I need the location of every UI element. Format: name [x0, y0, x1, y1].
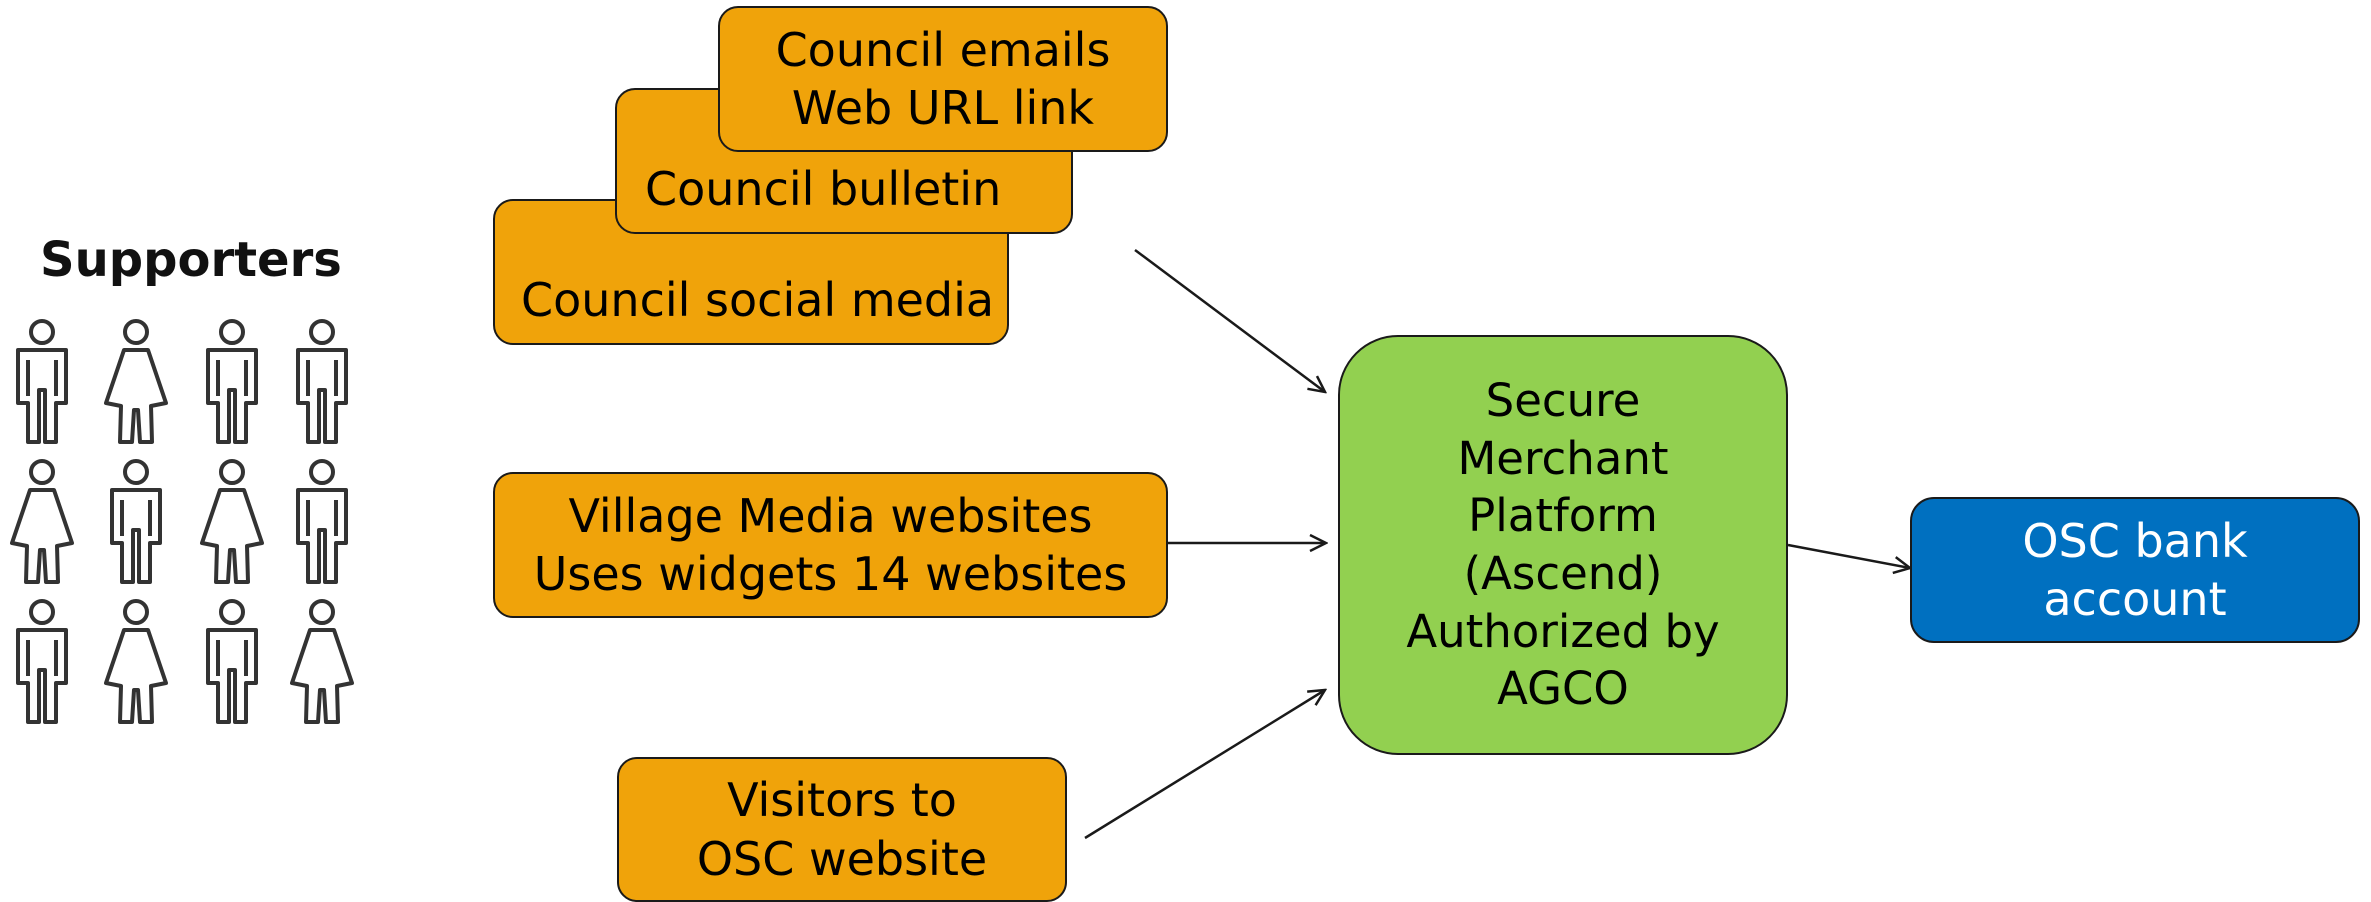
- platform-line-4: (Ascend): [1463, 547, 1663, 600]
- platform-line-5: Authorized by: [1406, 604, 1720, 658]
- platform-line-1: Secure: [1485, 374, 1641, 428]
- male-person-icon: [206, 599, 258, 724]
- osc-bank-account-box: OSC bank account: [1910, 497, 2360, 643]
- female-person-icon: [104, 599, 168, 724]
- arrow-platform-to-bank: [1787, 543, 1910, 568]
- supporters-people-icon: [10, 319, 354, 724]
- osc-website-label: OSC website: [696, 831, 988, 886]
- arrow-visitors-to-platform: [1084, 690, 1325, 840]
- council-emails-label: Council emails: [775, 22, 1111, 77]
- secure-merchant-platform-box: Secure Merchant Platform (Ascend) Author…: [1338, 335, 1788, 755]
- male-person-icon: [110, 459, 162, 584]
- female-person-icon: [10, 459, 74, 584]
- platform-line-6: AGCO: [1497, 662, 1629, 716]
- platform-line-3: Platform: [1468, 489, 1658, 543]
- bank-line-2: account: [2043, 572, 2227, 626]
- council-social-media-label: Council social media: [521, 272, 995, 327]
- council-emails-box: Council emails Web URL link: [718, 6, 1168, 152]
- arrow-council-to-platform: [1134, 248, 1325, 392]
- male-person-icon: [296, 319, 348, 444]
- female-person-icon: [104, 319, 168, 444]
- supporters-title: Supporters: [40, 232, 342, 288]
- male-person-icon: [296, 459, 348, 584]
- male-person-icon: [16, 599, 68, 724]
- platform-line-2: Merchant: [1457, 431, 1669, 485]
- visitors-box: Visitors to OSC website: [617, 757, 1067, 902]
- male-person-icon: [206, 319, 258, 444]
- web-url-link-label: Web URL link: [791, 81, 1095, 135]
- female-person-icon: [200, 459, 264, 584]
- village-media-label: Village Media websites: [568, 488, 1093, 543]
- village-media-box: Village Media websites Uses widgets 14 w…: [493, 472, 1168, 618]
- female-person-icon: [290, 599, 354, 724]
- widgets-label: Uses widgets 14 websites: [533, 547, 1128, 601]
- bank-line-1: OSC bank: [2022, 513, 2248, 568]
- male-person-icon: [16, 319, 68, 444]
- council-bulletin-label: Council bulletin: [645, 161, 1002, 216]
- visitors-label: Visitors to: [727, 773, 957, 828]
